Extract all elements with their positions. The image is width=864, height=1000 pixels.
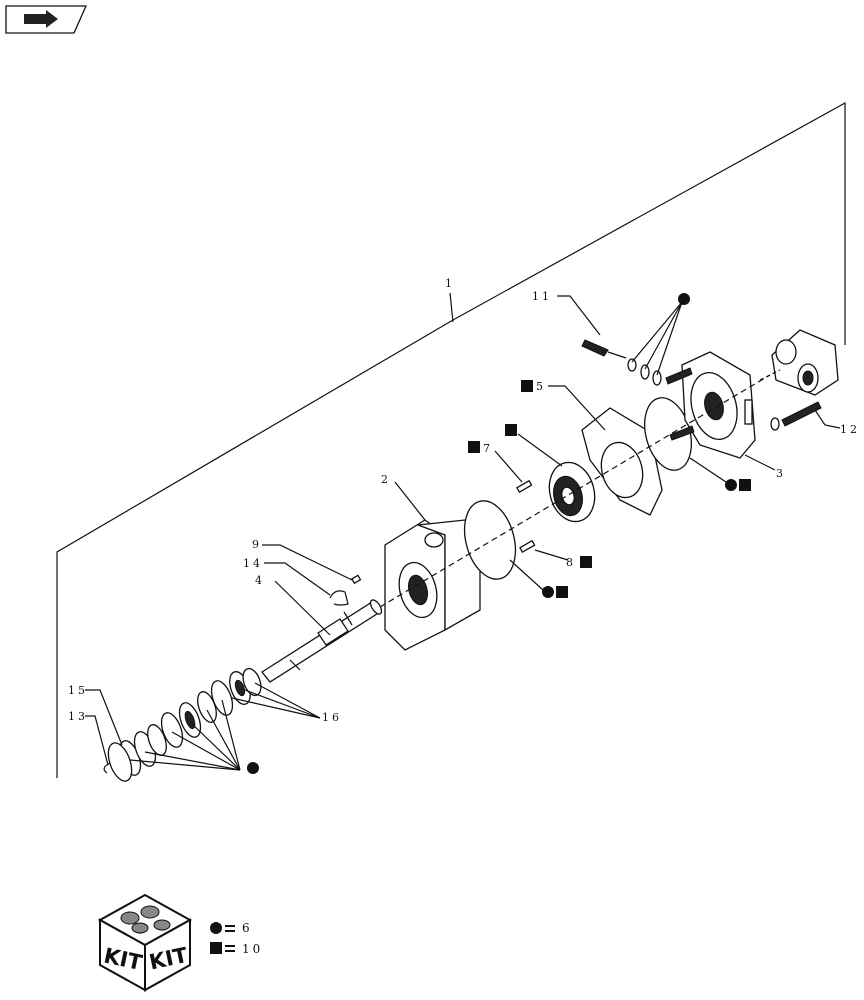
square-marker xyxy=(580,556,592,568)
relief-valve-11 xyxy=(581,339,695,441)
front-housing xyxy=(384,519,481,651)
callout-12: 12 xyxy=(840,423,860,436)
callout-4: 4 xyxy=(255,574,265,587)
circle-marker xyxy=(678,293,690,305)
retaining-ring xyxy=(107,742,133,782)
callout-9: 9 xyxy=(252,538,262,551)
circle-marker xyxy=(247,762,259,774)
callout-13: 13 xyxy=(68,710,88,723)
leader-lines xyxy=(85,295,841,771)
assembly-bracket xyxy=(56,101,846,778)
callout-16: 16 xyxy=(322,711,342,724)
callout-15: 15 xyxy=(68,684,88,697)
rear-housing xyxy=(681,351,756,459)
back-arrow-icon[interactable] xyxy=(5,5,88,34)
callout-3: 3 xyxy=(776,467,786,480)
circle-marker xyxy=(542,586,554,598)
bolt-12 xyxy=(759,369,822,431)
circle-marker xyxy=(725,479,737,491)
pin-9 xyxy=(351,574,362,585)
callout-8: 8 xyxy=(566,556,576,569)
callout-2: 2 xyxy=(381,473,391,486)
legend-circle-value: 6 xyxy=(242,921,253,935)
dowel-pin-7 xyxy=(516,479,533,493)
kit-box-icon: KIT KIT xyxy=(97,893,193,992)
assembly-axis xyxy=(379,374,771,608)
legend-square-symbol xyxy=(210,942,222,954)
kit-markers xyxy=(247,293,751,774)
legend-circle-symbol xyxy=(210,922,222,934)
key-14 xyxy=(329,590,349,606)
shaft xyxy=(261,599,383,683)
callout-14: 14 xyxy=(243,557,263,570)
gerotor xyxy=(548,461,596,523)
legend: 6 10 xyxy=(210,921,263,956)
valve-body xyxy=(771,329,839,396)
square-marker xyxy=(505,424,517,436)
square-marker xyxy=(739,479,751,491)
dowel-pin-8 xyxy=(519,539,536,553)
callout-11: 11 xyxy=(532,290,552,303)
square-marker xyxy=(468,441,480,453)
legend-square-value: 10 xyxy=(242,942,263,956)
callout-5: 5 xyxy=(536,380,546,393)
square-marker xyxy=(556,586,568,598)
square-marker xyxy=(521,380,533,392)
snap-clip xyxy=(103,762,111,774)
callout-7: 7 xyxy=(483,442,493,455)
o-ring-front xyxy=(463,500,517,580)
callout-1: 1 xyxy=(445,277,455,290)
